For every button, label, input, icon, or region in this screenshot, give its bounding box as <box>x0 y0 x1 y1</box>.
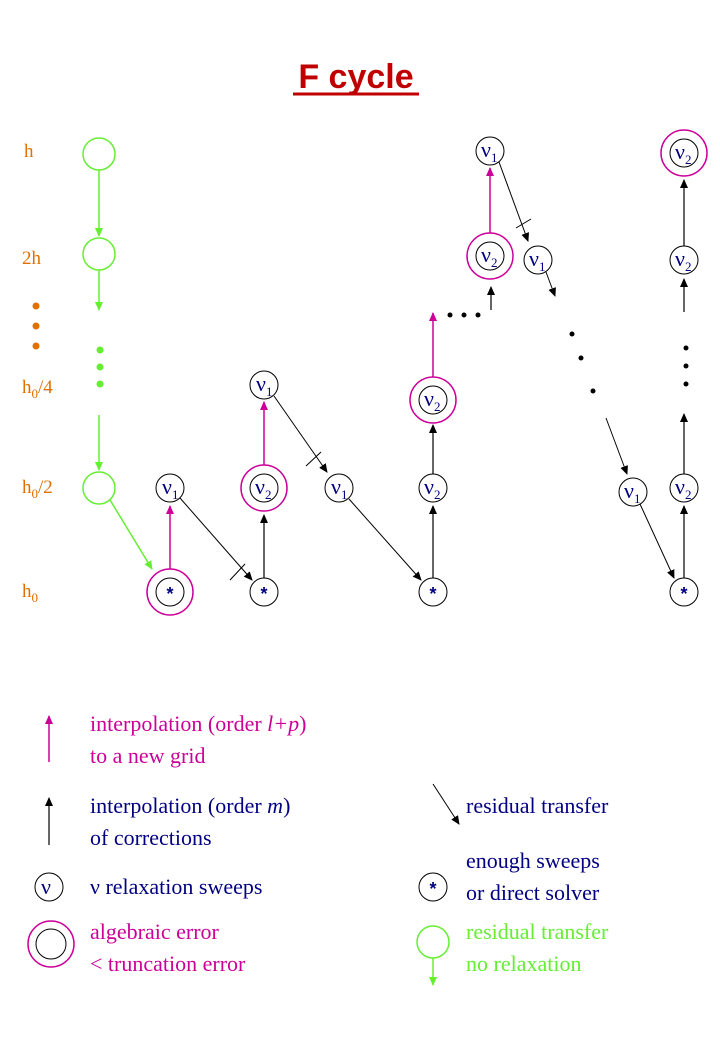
cycle-segment-3: ν1 <box>324 473 422 581</box>
nu1-node-e: ν1 <box>529 246 545 274</box>
legend-green-line1: residual transfer <box>466 919 609 944</box>
legend-interp-new-line1: interpolation (order l+p) <box>90 711 306 736</box>
level-label-h: h <box>24 141 34 162</box>
legend: interpolation (order l+p) to a new grid … <box>27 711 609 986</box>
cycle-segment-4: ν2 ν2 <box>409 312 481 578</box>
nu2-node-b: ν2 <box>424 474 440 502</box>
legend-double-circle-icon <box>27 920 75 968</box>
nu1-node-f: ν1 <box>624 478 640 506</box>
nu2-node-e: ν2 <box>675 474 691 502</box>
cycle-segment-2: ν2 ν1 <box>240 370 328 578</box>
star-node-1: * <box>166 584 173 604</box>
legend-alg-line2: < truncation error <box>90 951 246 976</box>
level-label-h0: h0 <box>22 581 38 605</box>
legend-star-node-icon <box>418 872 448 902</box>
legend-star-symbol: * <box>429 879 436 899</box>
star-node-4: * <box>680 584 687 604</box>
cycle-segment-6: ν1 ν2 ν2 ν2 <box>605 129 708 579</box>
nu2-node-d: ν2 <box>481 242 497 270</box>
green-node-h0-2 <box>82 471 116 505</box>
green-node-2h <box>82 237 116 271</box>
legend-alg-line1: algebraic error <box>90 919 220 944</box>
legend-interp-corr-line1: interpolation (order m) <box>90 793 290 818</box>
legend-solver-line2: or direct solver <box>466 880 600 905</box>
level-labels: h 2h h0/4 h0/2 h0 <box>22 141 53 605</box>
diagram-title: F cycle <box>298 58 413 96</box>
legend-nu-symbol: ν <box>41 874 51 899</box>
legend-residual-label: residual transfer <box>466 793 609 818</box>
star-node-2: * <box>260 584 267 604</box>
star-node-3: * <box>429 584 436 604</box>
nu1-node-b: ν1 <box>256 371 272 399</box>
legend-relax-label: ν relaxation sweeps <box>90 874 262 899</box>
level-label-2h: 2h <box>22 248 42 269</box>
level-label-h0-4: h0/4 <box>22 377 53 401</box>
nu2-node-g: ν2 <box>675 139 691 167</box>
nu1-node-d: ν1 <box>481 137 497 165</box>
nu2-node-f: ν2 <box>675 246 691 274</box>
orange-ellipsis <box>32 302 40 350</box>
cycle-segment-1: ν1 <box>155 473 253 581</box>
legend-solver-line1: enough sweeps <box>466 848 600 873</box>
legend-green-line2: no relaxation <box>466 951 581 976</box>
legend-nu-node-icon <box>34 872 64 902</box>
legend-residual-arrow-icon <box>432 783 460 825</box>
coarse-solves: * * * * <box>146 568 699 616</box>
cycle-segment-5: ν2 ν1 ν1 <box>466 136 596 394</box>
green-descent <box>82 137 153 570</box>
nu1-node-a: ν1 <box>162 474 178 502</box>
legend-interp-corr-line2: of corrections <box>90 825 212 850</box>
legend-interp-new-line2: to a new grid <box>90 743 205 768</box>
nu2-node-a: ν2 <box>255 474 271 502</box>
legend-green-circle-icon <box>416 925 450 959</box>
green-node-h <box>82 137 116 171</box>
nu2-node-c: ν2 <box>424 386 440 414</box>
level-label-h0-2: h0/2 <box>22 477 53 501</box>
nu1-node-c: ν1 <box>331 474 347 502</box>
